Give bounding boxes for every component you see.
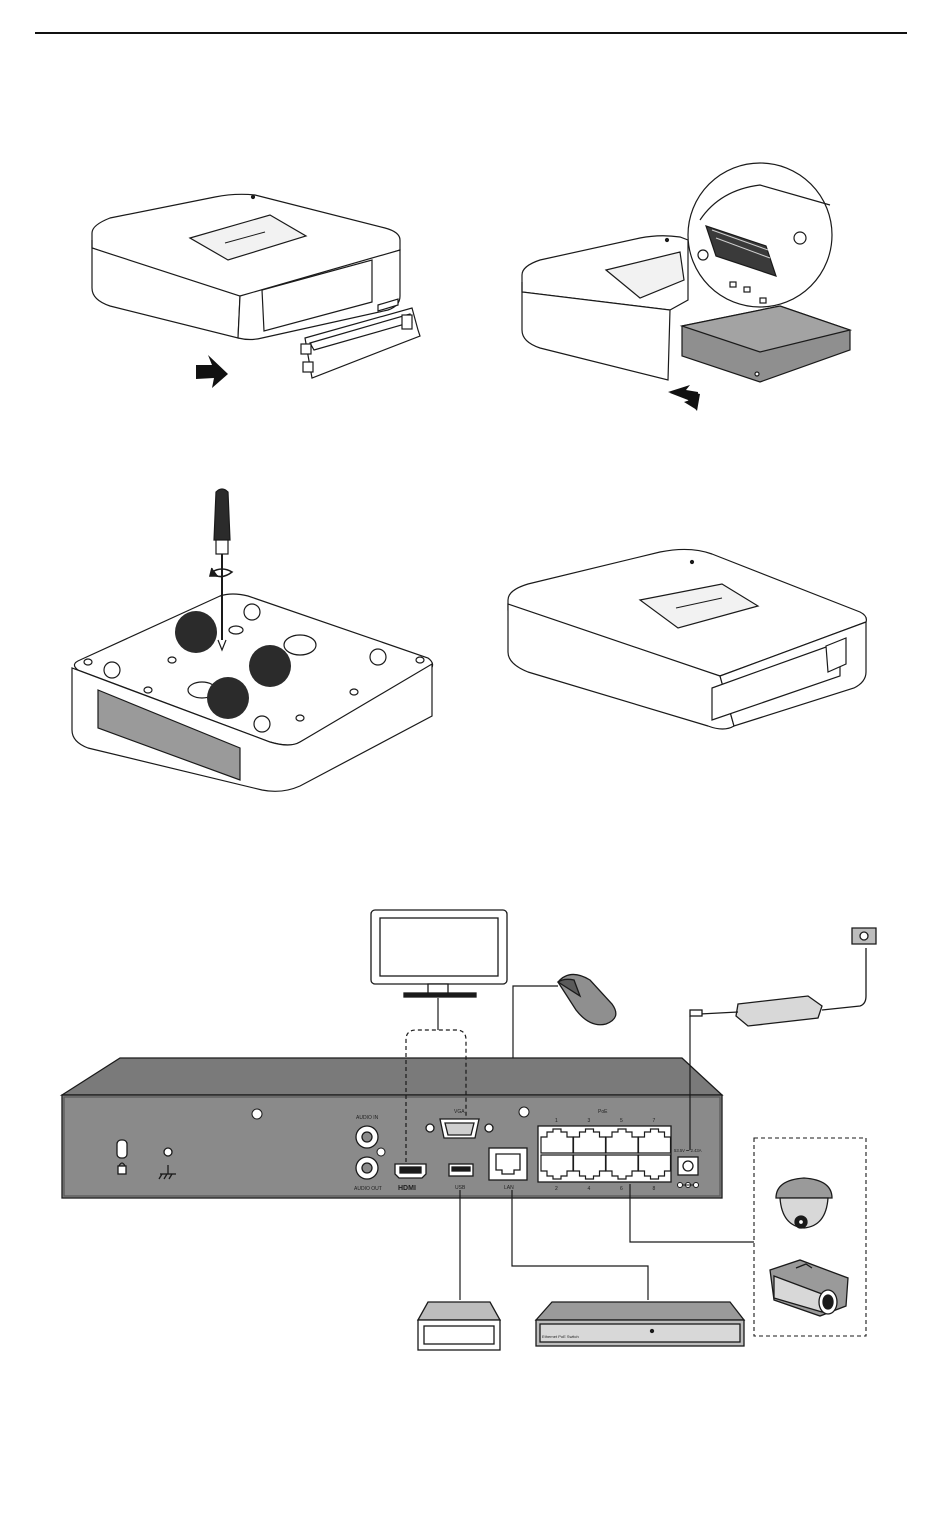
poe-number: 8 (653, 1186, 656, 1192)
poe-number: 5 (620, 1118, 623, 1124)
bullet-camera (770, 1260, 848, 1316)
poe-switch (536, 1302, 744, 1346)
kensington-lock-icon (117, 1140, 127, 1174)
poe-number: 6 (620, 1186, 623, 1192)
step3-nvr-bottom-screws (72, 594, 433, 791)
power-adapter (690, 928, 876, 1026)
dc-polarity-icon (678, 1183, 699, 1188)
audio-out-port (356, 1157, 378, 1179)
lan-cable (512, 1190, 648, 1300)
audio-in-label: AUDIO IN (356, 1115, 379, 1121)
monitor (371, 910, 507, 997)
mouse-cable (513, 986, 558, 1058)
poe-label: PoE (598, 1109, 608, 1115)
step1-nvr-remove-cover (92, 194, 420, 378)
poe-number: 3 (588, 1118, 591, 1124)
nvr-screw-left (252, 1109, 262, 1119)
usb-port (449, 1164, 473, 1176)
screw-marker-2 (249, 645, 291, 687)
power-rating-label: 53.5V ⎓ 2.43A (674, 1148, 702, 1153)
vga-label: VGA (454, 1109, 465, 1115)
hdmi-port (395, 1164, 426, 1178)
poe-number: 2 (555, 1186, 558, 1192)
dome-camera (776, 1178, 832, 1228)
nvr-screw-right (519, 1107, 529, 1117)
usb-storage-device (418, 1302, 500, 1350)
dc-power-port (678, 1157, 698, 1175)
screw-marker-3 (207, 677, 249, 719)
arrow-right-icon (196, 355, 228, 388)
poe-number: 4 (588, 1186, 591, 1192)
screw-marker-1 (175, 611, 217, 653)
connector-zoom-detail (688, 163, 832, 307)
poe-number: 1 (555, 1118, 558, 1124)
arrow-left-icon (668, 385, 700, 411)
audio-out-label: AUDIO OUT (354, 1186, 382, 1192)
hdmi-label: HDMI (398, 1185, 416, 1192)
switch-label: Ethernet PoE Switch (542, 1334, 579, 1339)
audio-in-port (356, 1126, 378, 1148)
mouse (558, 974, 616, 1024)
poe-number: 7 (653, 1118, 656, 1124)
step4-nvr-closed (508, 549, 866, 729)
lan-port (489, 1148, 527, 1180)
audio-led (377, 1148, 385, 1156)
